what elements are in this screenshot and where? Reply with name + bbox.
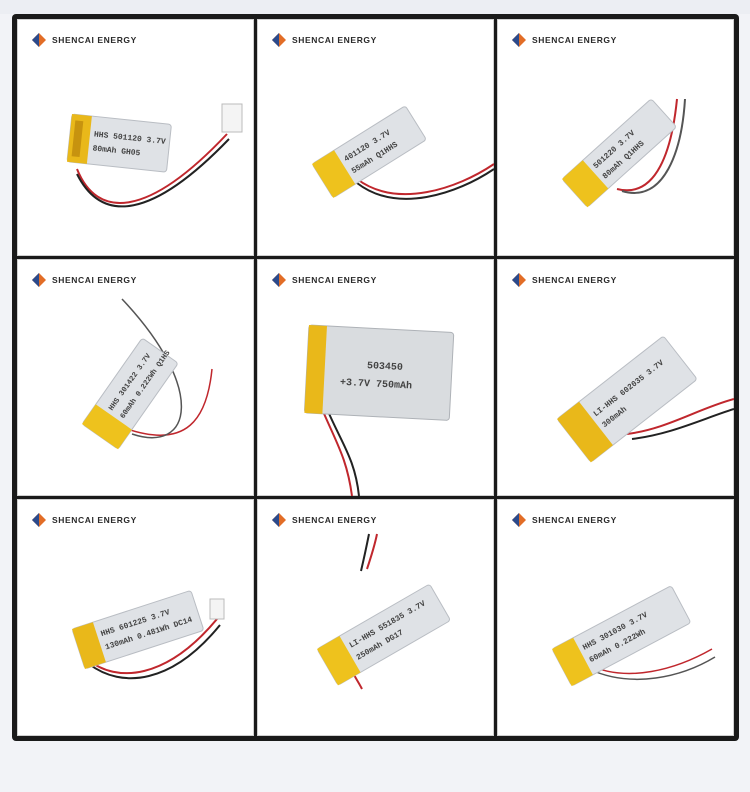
product-cell: HHS 501120 3.7V 80mAh GH05 SHENCAI ENERG… xyxy=(17,19,254,256)
diamond-logo-icon xyxy=(272,273,286,287)
brand-name: SHENCAI ENERGY xyxy=(532,35,617,45)
brand-header: SHENCAI ENERGY xyxy=(272,513,377,527)
battery-photo: 401120 3.7V 55mAh Q1HHS xyxy=(312,106,494,200)
brand-name: SHENCAI ENERGY xyxy=(292,515,377,525)
product-cell: 501220 3.7V 80mAh Q1HHS SHENCAI ENERGY xyxy=(497,19,734,256)
product-cell: LI-HHS 602035 3.7V 300mAh SHENCAI ENERGY xyxy=(497,259,734,496)
top-strip xyxy=(0,0,750,14)
battery-photo: LI-HHS 602035 3.7V 300mAh xyxy=(557,336,734,463)
diamond-logo-icon xyxy=(512,513,526,527)
brand-header: SHENCAI ENERGY xyxy=(32,33,137,47)
product-cell: HHS 601225 3.7V 130mAh 0.481Wh DC14 SHEN… xyxy=(17,499,254,736)
battery-photo: HHS 301030 3.7V 60mAh 0.222Wh xyxy=(552,586,716,687)
product-cell: HHS 301422 3.7V 60mAh 0.222Wh Q1HS SHENC… xyxy=(17,259,254,496)
diamond-logo-icon xyxy=(32,513,46,527)
diamond-logo-icon xyxy=(512,273,526,287)
brand-name: SHENCAI ENERGY xyxy=(532,515,617,525)
brand-header: SHENCAI ENERGY xyxy=(512,33,617,47)
product-cell: 401120 3.7V 55mAh Q1HHS SHENCAI ENERGY xyxy=(257,19,494,256)
diamond-logo-icon xyxy=(512,33,526,47)
battery-photo: HHS 501120 3.7V 80mAh GH05 xyxy=(66,103,243,208)
brand-name: SHENCAI ENERGY xyxy=(292,35,377,45)
brand-name: SHENCAI ENERGY xyxy=(52,515,137,525)
battery-label-line: +3.7V 750mAh xyxy=(340,377,413,393)
product-gallery-frame: HHS 501120 3.7V 80mAh GH05 SHENCAI ENERG… xyxy=(12,14,739,741)
battery-photo: HHS 601225 3.7V 130mAh 0.481Wh DC14 xyxy=(72,590,225,680)
brand-header: SHENCAI ENERGY xyxy=(272,273,377,287)
brand-name: SHENCAI ENERGY xyxy=(292,275,377,285)
brand-header: SHENCAI ENERGY xyxy=(272,33,377,47)
brand-name: SHENCAI ENERGY xyxy=(52,35,137,45)
battery-photo: HHS 301422 3.7V 60mAh 0.222Wh Q1HS xyxy=(82,298,213,450)
brand-header: SHENCAI ENERGY xyxy=(32,513,137,527)
brand-name: SHENCAI ENERGY xyxy=(532,275,617,285)
battery-photo: LI-HHS 551835 3.7V 250mAh DG17 xyxy=(317,533,450,690)
battery-label-line: 503450 xyxy=(367,361,404,374)
brand-header: SHENCAI ENERGY xyxy=(512,273,617,287)
diamond-logo-icon xyxy=(272,513,286,527)
product-cell: HHS 301030 3.7V 60mAh 0.222Wh SHENCAI EN… xyxy=(497,499,734,736)
product-cell: LI-HHS 551835 3.7V 250mAh DG17 SHENCAI E… xyxy=(257,499,494,736)
diamond-logo-icon xyxy=(32,273,46,287)
brand-name: SHENCAI ENERGY xyxy=(52,275,137,285)
product-grid: HHS 501120 3.7V 80mAh GH05 SHENCAI ENERG… xyxy=(17,19,734,736)
brand-header: SHENCAI ENERGY xyxy=(32,273,137,287)
battery-photo: 503450 +3.7V 750mAh xyxy=(304,324,455,496)
product-cell: 503450 +3.7V 750mAh SHENCAI ENERGY xyxy=(257,259,494,496)
diamond-logo-icon xyxy=(32,33,46,47)
brand-header: SHENCAI ENERGY xyxy=(512,513,617,527)
diamond-logo-icon xyxy=(272,33,286,47)
battery-photo: 501220 3.7V 80mAh Q1HHS xyxy=(562,98,686,208)
